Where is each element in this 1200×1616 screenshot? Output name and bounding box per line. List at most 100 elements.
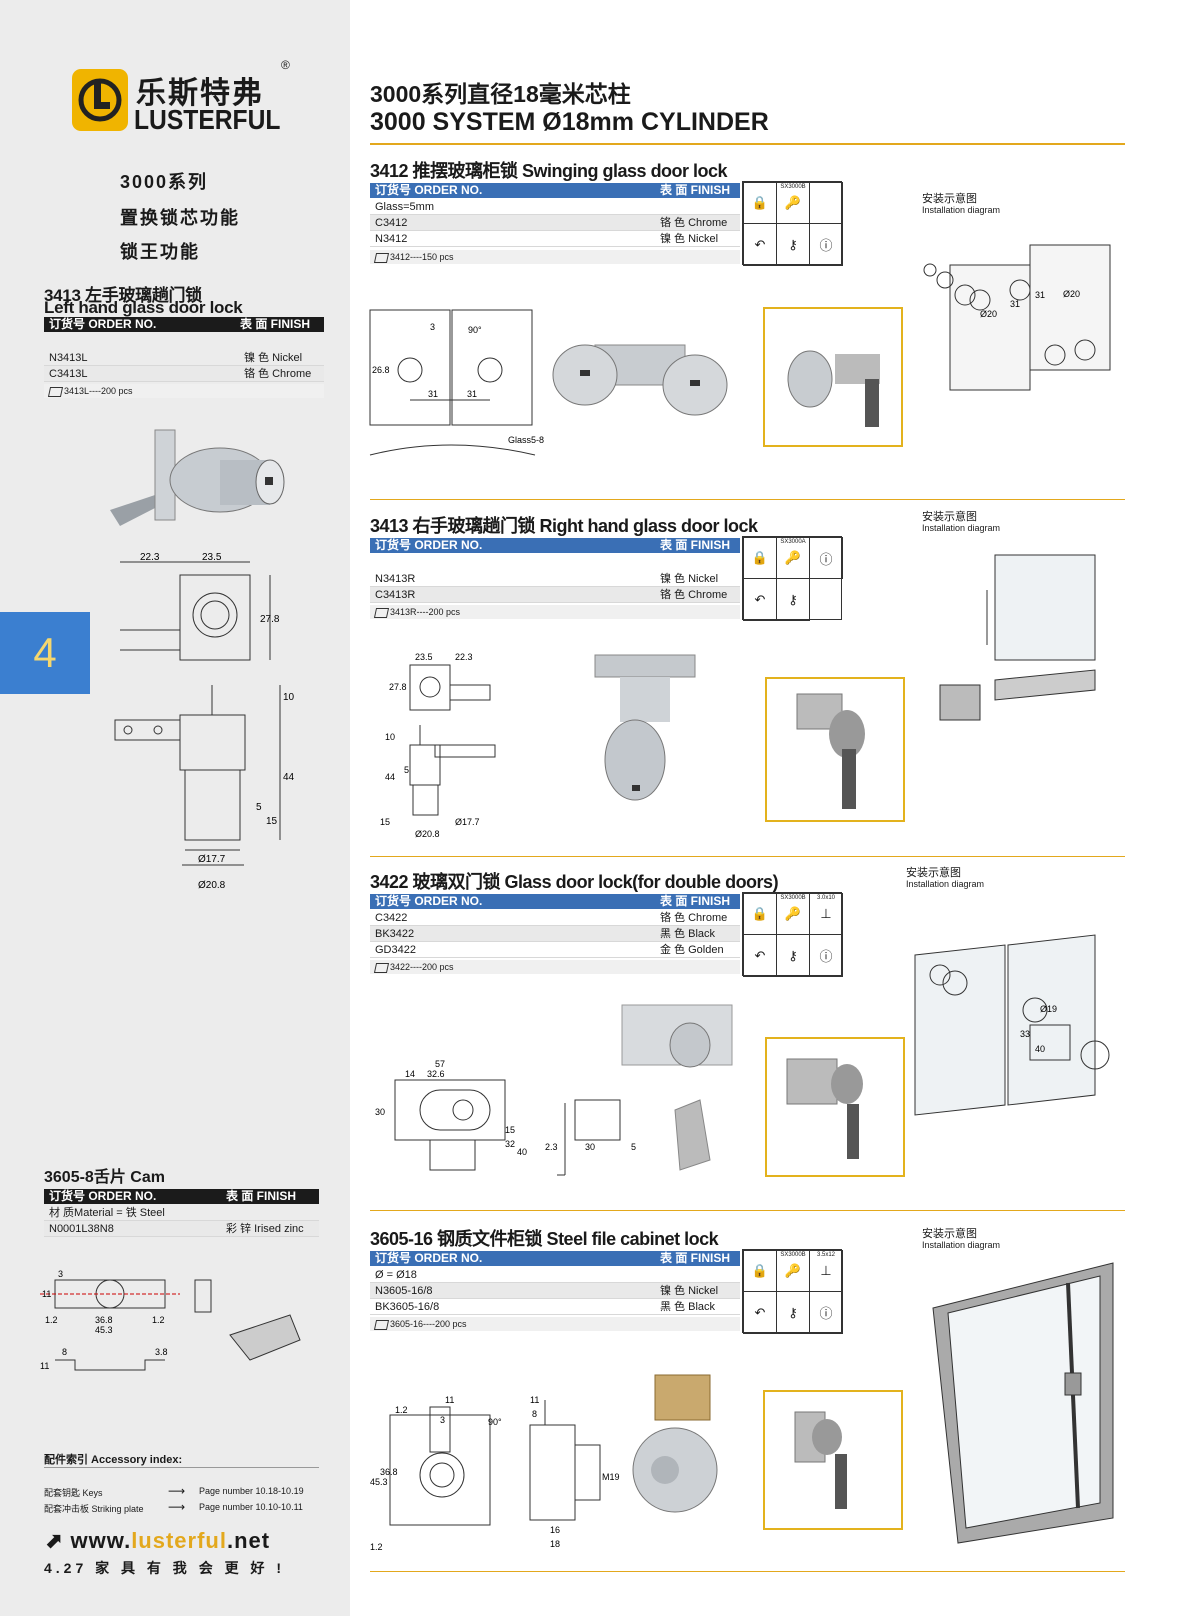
arrow-icon: ⟶: [168, 1500, 186, 1514]
drawing-3412: 3 90° 26.8 31 31 Glass5-8: [369, 309, 544, 456]
feature-2: 置换锁芯功能: [120, 208, 240, 228]
unlock-icon: ↶: [743, 1291, 777, 1334]
install-en: Installation diagram: [922, 523, 1001, 533]
dim-label: 3: [440, 1415, 445, 1425]
install-3412: Ø20 31 31 Ø20: [923, 244, 1111, 391]
table-row: 材 质Material = 铁 Steel: [44, 1205, 319, 1221]
s3422-header: 订货号 ORDER NO.表 面 FINISH: [370, 894, 740, 909]
s3413l-header: 订货号 ORDER NO.表 面 FINISH: [44, 317, 324, 332]
col-finish: 表 面 FINISH: [660, 183, 731, 197]
finish: 镍 色 Nickel: [660, 573, 719, 585]
dim-label: 40: [1035, 1044, 1045, 1054]
sidebar: [0, 0, 350, 1616]
dim-label: 45.3: [95, 1325, 113, 1335]
product-image-3412: [552, 344, 728, 416]
pack-qty: 3412----150 pcs: [370, 250, 740, 264]
dim-label: 15: [505, 1125, 515, 1135]
dim-label: 31: [1010, 299, 1020, 309]
chapter-tab[interactable]: 4: [0, 612, 90, 694]
photo-3412: [763, 307, 903, 447]
spec: Ø = Ø18: [375, 1269, 417, 1281]
dim-label: 26.8: [372, 365, 390, 375]
photo-3422: [765, 1037, 905, 1177]
col-order: 订货号 ORDER NO.: [49, 1189, 157, 1203]
arrow-icon: ⬈: [44, 1528, 71, 1553]
url-post: .net: [226, 1528, 271, 1553]
dim-label: 2.3: [545, 1142, 558, 1152]
dim-label: 90°: [468, 325, 482, 335]
website-url[interactable]: ⬈ www.lusterful.net: [44, 1528, 270, 1554]
dim-label: 23.5: [415, 652, 433, 662]
order-no: GD3422: [375, 944, 416, 956]
info-icon: ⓘ: [809, 223, 843, 266]
dim-label: 1.2: [45, 1315, 58, 1325]
drawing-3605-8: 3 11 1.2 36.8 45.3 1.2 8 3.8 11: [40, 1269, 301, 1371]
drawing-3422: 57 14 32.6 30 15 32 40: [375, 1059, 527, 1171]
dim-label: 5: [631, 1142, 636, 1152]
dim-label: Ø20.8: [198, 880, 226, 891]
order-no: N3412: [375, 233, 408, 245]
dim-label: 11: [530, 1395, 539, 1405]
key-icon: ⚷: [776, 934, 810, 977]
order-no: N3413R: [375, 573, 416, 585]
s3605-16-header: 订货号 ORDER NO.表 面 FINISH: [370, 1251, 740, 1266]
s3605-8-header: 订货号 ORDER NO. 表 面 FINISH: [44, 1189, 319, 1204]
install-3422: Ø19 33 40: [914, 934, 1110, 1116]
drawing-3422-side: 2.3 30 5: [545, 1099, 636, 1176]
dim-label: 5: [404, 765, 409, 775]
install-en: Installation diagram: [922, 1240, 1001, 1250]
url-mid: lusterful: [131, 1528, 227, 1553]
photo-3413r: [765, 677, 905, 822]
feature-3: 锁王功能: [120, 242, 200, 262]
dim-label: 31: [467, 389, 477, 399]
install-en: Installation diagram: [922, 205, 1001, 215]
dim-label: 11: [445, 1395, 454, 1405]
acc-strike-page[interactable]: Page number 10.10-10.11: [199, 1502, 303, 1512]
dim-label: 31: [428, 389, 438, 399]
divider: [370, 1571, 1125, 1572]
col-finish: 表 面 FINISH: [226, 1189, 297, 1203]
dim-label: 15: [380, 817, 390, 827]
spec: Glass=5mm: [375, 201, 434, 213]
col-finish: 表 面 FINISH: [660, 1251, 731, 1265]
dim-label: Ø19: [1040, 1004, 1057, 1014]
order-no: C3412: [375, 217, 408, 229]
col-order: 订货号 ORDER NO.: [375, 183, 483, 197]
dim-label: 23.5: [202, 552, 222, 563]
finish: 铬 色 Chrome: [660, 217, 728, 229]
dim-label: 5: [256, 802, 262, 813]
order-no: N3413L: [49, 352, 88, 364]
table-row: C3412 铬 色 Chrome: [370, 215, 740, 231]
dim-label: 27.8: [389, 682, 407, 692]
divider: [370, 143, 1125, 145]
divider: [370, 856, 1125, 857]
finish: 镍 色 Nickel: [660, 233, 719, 245]
acc-strike: 配套冲击板 Striking plate: [44, 1504, 144, 1514]
dim-label: Ø20: [980, 309, 997, 319]
dim-label: 30: [375, 1107, 385, 1117]
dim-label: Glass5-8: [508, 435, 544, 445]
divider: [370, 1210, 1125, 1211]
drawing-3413r: 23.5 22.3 27.8 10 44 5 15 Ø17.7 Ø20.8: [380, 652, 496, 839]
order-no: N0001L38N8: [49, 1223, 114, 1235]
col-order: 订货号 ORDER NO.: [375, 538, 483, 552]
unlock-icon: ↶: [743, 223, 777, 266]
logo-icon: [72, 69, 128, 131]
dim-label: 3.8: [155, 1347, 168, 1357]
feature-icons: 🔒 SX3000B🔑 3.0x10⊥ ↶ ⚷ ⓘ: [742, 892, 843, 977]
dim-label: 11: [42, 1289, 51, 1299]
acc-keys: 配套钥匙 Keys: [44, 1488, 103, 1498]
order-no: C3413L: [49, 368, 88, 380]
code2: 3.5x12: [816, 1252, 835, 1258]
product-image-3413l: [110, 429, 285, 526]
dim-label: Ø20: [1063, 289, 1080, 299]
acc-keys-page[interactable]: Page number 10.18-10.19: [199, 1486, 304, 1496]
s3605-16-title: 3605-16 钢质文件柜锁 Steel file cabinet lock: [370, 1229, 719, 1249]
dim-label: 22.3: [140, 552, 160, 563]
order-no: C3413R: [375, 589, 416, 601]
